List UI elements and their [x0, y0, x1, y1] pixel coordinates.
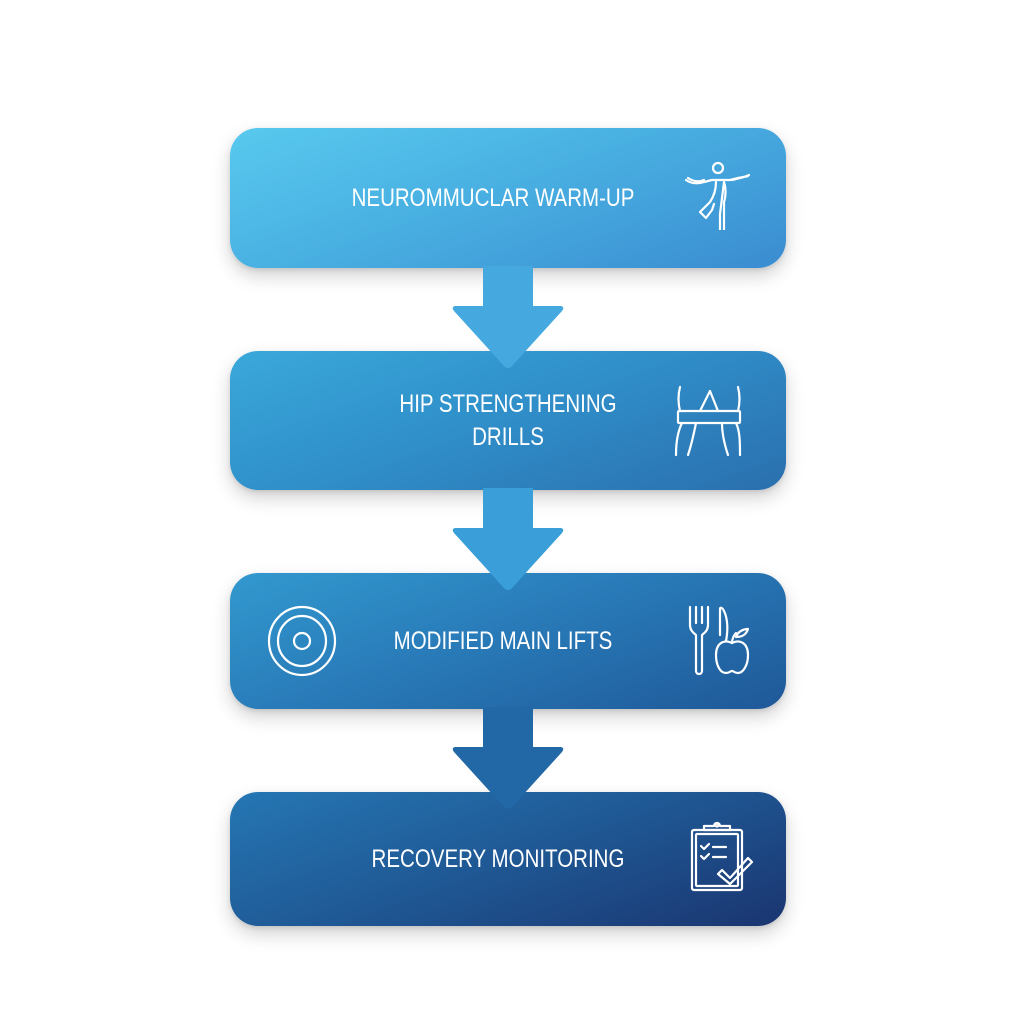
- hip-band-icon: [674, 385, 746, 457]
- target-plate-icon: [266, 605, 338, 677]
- step-hip-strengthening-drills: HIP STRENGTHENING DRILLS: [230, 351, 786, 490]
- step-modified-main-lifts: MODIFIED MAIN LIFTS: [230, 573, 786, 709]
- step-label: NEUROMMUCLAR WARM-UP: [351, 183, 635, 212]
- down-arrow-icon: [452, 266, 564, 370]
- down-arrow-icon: [452, 488, 564, 592]
- step-recovery-monitoring: RECOVERY MONITORING: [230, 792, 786, 926]
- fork-knife-apple-icon: [686, 605, 758, 677]
- step-neuromuscular-warm-up: NEUROMMUCLAR WARM-UP: [230, 128, 786, 268]
- step-label: HIP STRENGTHENING DRILLS: [399, 389, 617, 451]
- step-label: RECOVERY MONITORING: [371, 844, 625, 873]
- down-arrow-icon: [452, 707, 564, 811]
- clipboard-checklist-icon: [686, 820, 758, 892]
- dancing-figure-icon: [682, 158, 754, 230]
- step-label: MODIFIED MAIN LIFTS: [393, 626, 613, 655]
